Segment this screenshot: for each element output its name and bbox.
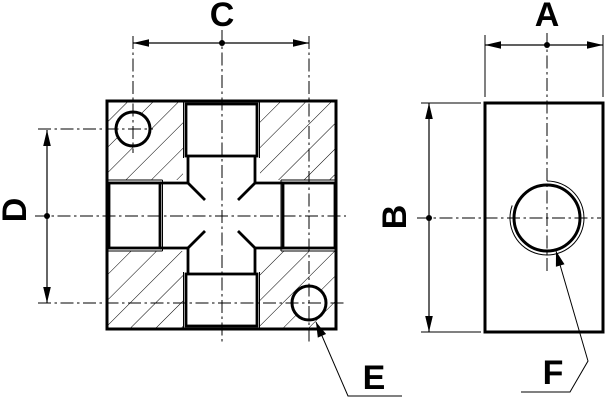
dimension-a-extension-lines	[484, 35, 604, 97]
callout-f-arrowhead	[555, 251, 565, 267]
callout-e: E	[315, 321, 402, 397]
dimension-b-center-dot	[426, 215, 432, 221]
center-chamfer-lines	[187, 182, 256, 249]
dimension-d-arrow-bottom	[43, 287, 51, 303]
dimension-d-arrow-top	[43, 130, 51, 146]
side-view	[417, 33, 605, 334]
dimension-a-arrow-right	[587, 41, 603, 49]
dimension-b: B	[376, 102, 481, 333]
dimension-a-label: A	[535, 0, 560, 34]
dimension-c-center-dot	[219, 40, 225, 46]
hatch-region-top-right	[260, 101, 336, 180]
dimension-c: C	[133, 0, 309, 47]
dimension-a: A	[484, 0, 604, 97]
front-view-centerlines	[35, 30, 346, 343]
dimension-c-label: C	[210, 0, 235, 34]
hatch-region-bottom-left	[107, 251, 183, 329]
callout-f: F	[521, 250, 589, 393]
callout-e-label: E	[363, 359, 386, 397]
dimension-d: D	[0, 130, 51, 303]
dimension-b-arrow-bottom	[425, 316, 433, 332]
callout-e-arrowhead	[316, 322, 327, 338]
callout-e-leader	[315, 321, 402, 397]
dimension-d-label: D	[0, 198, 34, 223]
dimension-d-center-dot	[44, 213, 50, 219]
dimension-a-arrow-left	[485, 41, 501, 49]
dimension-a-center-dot	[544, 42, 550, 48]
side-hole-thread-arc	[509, 180, 585, 256]
dimension-b-arrow-top	[425, 103, 433, 119]
dimension-b-extension-lines	[421, 102, 481, 333]
cross-slot-walls	[160, 156, 283, 274]
callout-f-leader	[521, 250, 589, 393]
callout-f-label: F	[543, 354, 564, 392]
dimension-b-label: B	[376, 205, 414, 230]
dimension-c-arrow-right	[293, 39, 309, 47]
side-view-centerlines	[417, 33, 601, 272]
front-section-view	[35, 30, 346, 343]
dimension-c-arrow-left	[133, 39, 149, 47]
